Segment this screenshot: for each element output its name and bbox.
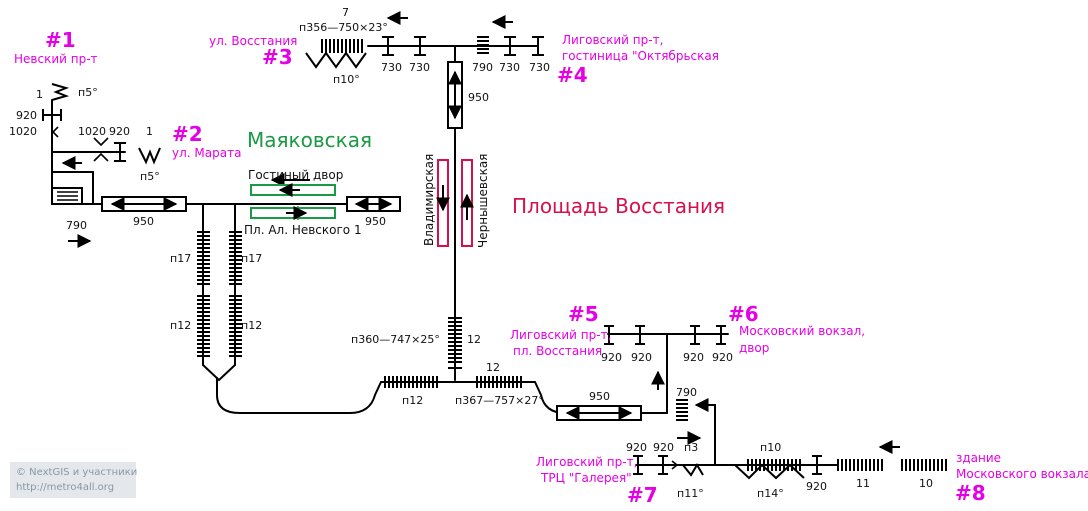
label-v-950: 950 <box>468 91 489 104</box>
exit-7: Лиговский пр-т, ТРЦ "Галерея" #7 <box>536 455 658 507</box>
label-e1-1: 1 <box>36 88 43 101</box>
platform-label-vladimirskaya: Владимирская <box>422 154 436 246</box>
label-bottom-950: 950 <box>589 390 610 403</box>
direction-arrows <box>61 11 900 454</box>
label-e7-920a: 920 <box>626 441 647 454</box>
measure-labels: 1 п5° 920 1020 1020 920 1 п5° 790 950 95… <box>9 6 933 500</box>
label-e1-1020: 1020 <box>9 125 37 138</box>
label-stair360-12: 12 <box>467 333 481 346</box>
label-e3-p10: п10° <box>333 73 360 86</box>
station-name-mayakovskaya: Маяковская <box>247 128 372 152</box>
label-e2-1: 1 <box>146 125 153 138</box>
exit-label: ул. Марата <box>172 146 241 160</box>
label-11: 11 <box>856 477 870 490</box>
label-e4-730b: 730 <box>529 61 550 74</box>
label-e6-920a: 920 <box>683 351 704 364</box>
exit-number: #7 <box>627 483 658 507</box>
label-e1-p5: п5° <box>78 86 98 99</box>
label-e4-790: 790 <box>472 61 493 74</box>
label-e7-p11: п11° <box>677 487 704 500</box>
label-e3-730b: 730 <box>409 61 430 74</box>
platform-label-gostiny: Гостиный двор <box>248 168 343 182</box>
label-e7-920b: 920 <box>653 441 674 454</box>
label-e3-7: 7 <box>342 6 349 19</box>
exit-label: гостиница "Октябрьская <box>562 49 719 63</box>
exit-number: #5 <box>568 302 599 326</box>
exit-label: Лиговский пр-т, <box>536 455 637 469</box>
exit-3: ул. Восстания #3 <box>209 34 297 69</box>
label-e5-920b: 920 <box>631 351 652 364</box>
label-10: 10 <box>919 477 933 490</box>
label-e1-920: 920 <box>16 109 37 122</box>
escalators <box>51 61 642 421</box>
exit-label: Московского вокзала <box>956 467 1088 481</box>
label-p17-right: п17 <box>241 252 262 265</box>
exit-label: Лиговский пр-т, <box>510 328 611 342</box>
label-p12-left: п12 <box>170 319 191 332</box>
label-e8-920: 920 <box>806 480 827 493</box>
label-stair367: п367—757×27° <box>455 394 544 407</box>
platform-label-chernyshevskaya: Чернышевская <box>476 154 490 248</box>
exit-5: #5 Лиговский пр-т, пл. Восстания <box>510 302 611 358</box>
exit-number: #1 <box>45 28 76 52</box>
door-markers <box>51 126 679 470</box>
label-p10: п10 <box>760 441 781 454</box>
exit-label: пл. Восстания <box>513 344 602 358</box>
label-e3-stair: п356—750×23° <box>299 21 388 34</box>
exit-label: Лиговский пр-т, <box>562 33 663 47</box>
exit-label: здание <box>956 451 1001 465</box>
exit-number: #8 <box>955 481 986 505</box>
station-name-vosstaniya: Площадь Восстания <box>512 194 725 218</box>
label-p17-left: п17 <box>170 252 191 265</box>
exit-label: ул. Восстания <box>209 34 297 48</box>
exit-number: #4 <box>557 63 588 87</box>
label-bottom-790: 790 <box>676 386 697 399</box>
label-bottom-p12: п12 <box>402 394 423 407</box>
exit-label: двор <box>739 341 769 355</box>
label-top-12: 12 <box>486 361 500 374</box>
label-w-790: 790 <box>66 219 87 232</box>
label-e7-p3: п3 <box>684 441 698 454</box>
stairs <box>197 36 947 471</box>
exit-label: Московский вокзал, <box>739 324 865 338</box>
label-stair360: п360—747×25° <box>351 333 440 346</box>
exit-6: #6 Московский вокзал, двор <box>728 302 865 355</box>
platform-label-nevsky: Пл. Ал. Невского 1 <box>244 223 362 237</box>
exit-1: #1 Невский пр-т <box>14 28 98 66</box>
exit-8: здание Московского вокзала #8 <box>955 451 1088 505</box>
label-p14: п14° <box>757 487 784 500</box>
label-e2-920: 920 <box>109 125 130 138</box>
attribution-box: © NextGIS и участники http://metro4all.o… <box>10 462 138 498</box>
exit-label: ТРЦ "Галерея" <box>540 471 632 485</box>
label-east-950: 950 <box>365 215 386 228</box>
attribution-link[interactable]: http://metro4all.org <box>16 482 115 493</box>
attribution-line: © NextGIS и участники <box>16 467 138 478</box>
exit-number: #2 <box>172 122 203 146</box>
exit-4: Лиговский пр-т, гостиница "Октябрьская #… <box>557 33 719 87</box>
exit-number: #3 <box>262 45 293 69</box>
label-e6-920b: 920 <box>712 351 733 364</box>
exit-label: Невский пр-т <box>14 52 98 66</box>
escalator-stripes <box>57 191 78 201</box>
label-e2-p5: п5° <box>140 170 160 183</box>
label-p12-right: п12 <box>241 319 262 332</box>
label-e4-730a: 730 <box>499 61 520 74</box>
label-e3-730a: 730 <box>381 61 402 74</box>
ramps <box>51 51 805 480</box>
exit-number: #6 <box>728 302 759 326</box>
barriers <box>42 36 822 475</box>
label-w-950: 950 <box>133 215 154 228</box>
exit-2: #2 ул. Марата <box>172 122 241 160</box>
label-e5-920a: 920 <box>601 351 622 364</box>
label-e2-1020: 1020 <box>78 125 106 138</box>
